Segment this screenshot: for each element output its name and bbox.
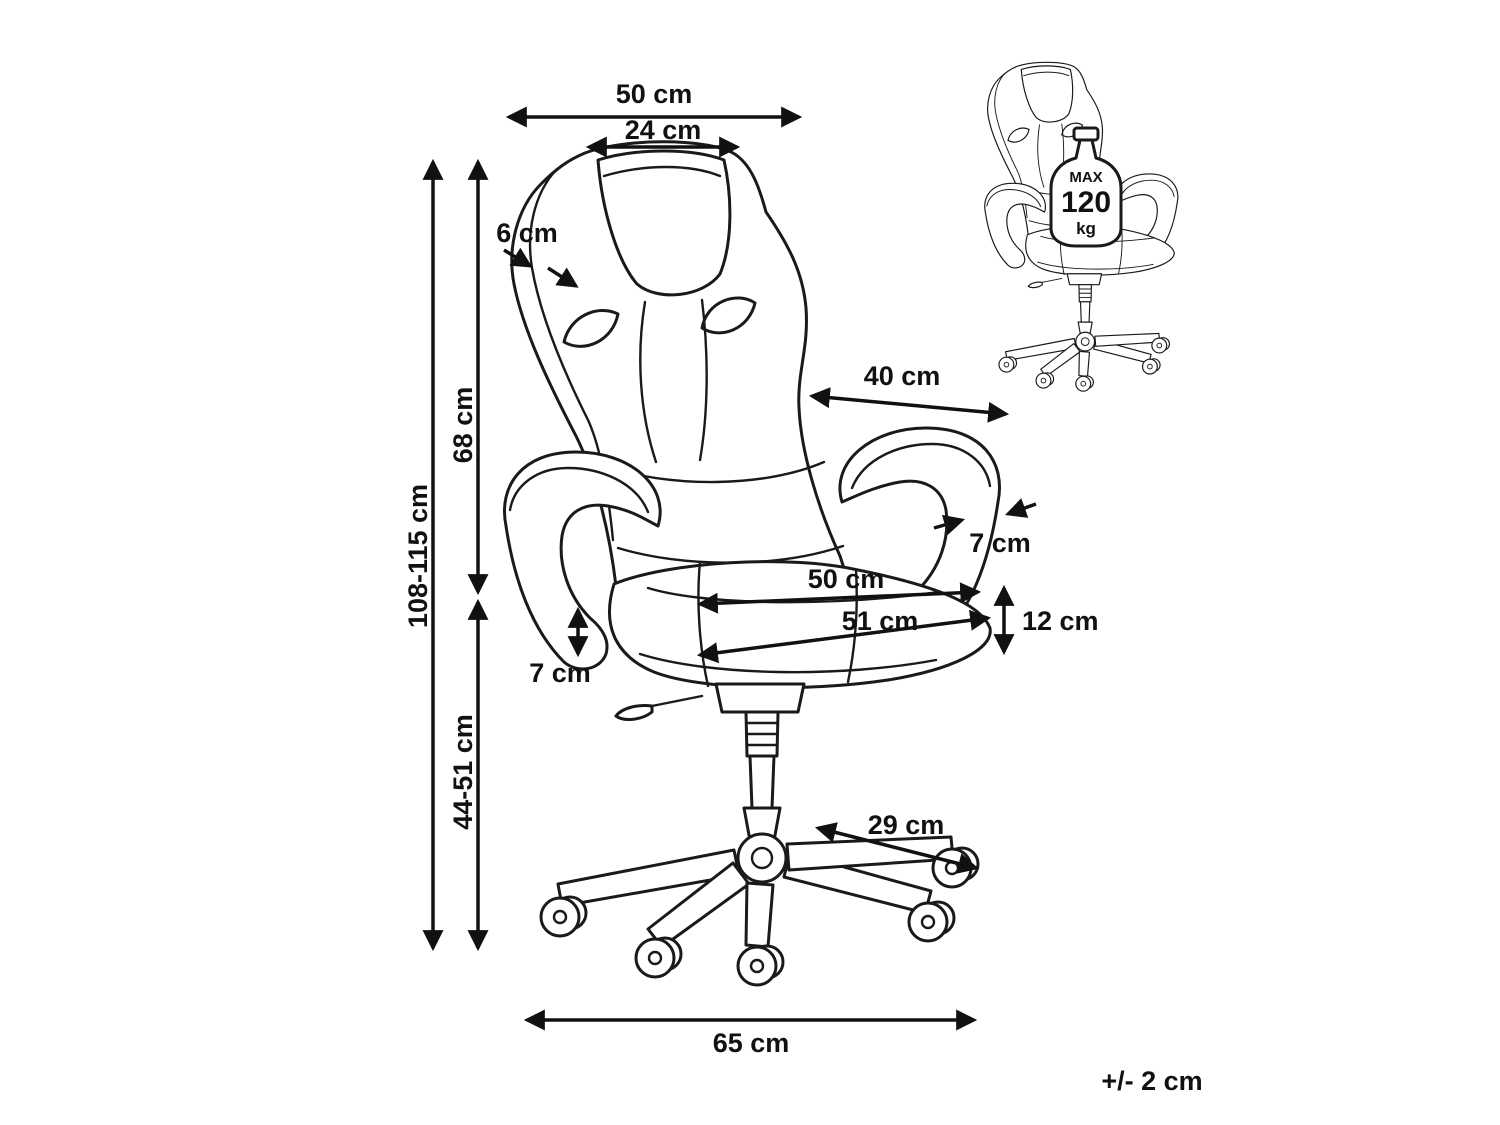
base-diameter-label: 65 cm	[713, 1028, 790, 1058]
armrest-length-label: 40 cm	[864, 361, 941, 391]
seat-front-edge	[638, 652, 938, 674]
armrest-thickness-arrow-2	[1005, 498, 1037, 518]
base-star	[556, 832, 955, 949]
base-spoke-length-label: 29 cm	[868, 810, 945, 840]
backrest-width-label: 50 cm	[616, 79, 693, 109]
seat-width-arrow	[696, 582, 982, 614]
headrest-seam	[602, 165, 722, 178]
backrest-hole-right	[700, 296, 757, 335]
chair-drawing	[503, 140, 1001, 987]
seat-cushion-height-label: 12 cm	[1022, 606, 1099, 636]
weight-badge-value: 120	[1061, 186, 1111, 219]
armrest-thickness-label: 7 cm	[969, 528, 1031, 558]
backrest-hole-left	[562, 309, 620, 348]
armrest-left	[503, 450, 662, 671]
caster-front-left	[634, 936, 683, 979]
caster-front	[736, 944, 785, 987]
gas-lift	[714, 682, 806, 848]
armrest-right-pad-seam	[850, 442, 992, 490]
tolerance-note: +/- 2 cm	[1101, 1066, 1202, 1096]
tilt-lever	[614, 694, 704, 721]
headrest-width-label: 24 cm	[625, 115, 702, 145]
seat-depth-arrow	[696, 609, 992, 664]
backrest-height-label: 68 cm	[448, 387, 478, 464]
weight-badge: MAX 120 kg	[1049, 126, 1123, 248]
armrest-length-arrow	[808, 387, 1010, 423]
weight-bottle	[1049, 138, 1123, 248]
seat-height-label: 44-51 cm	[448, 714, 478, 830]
armrest-left-pad-seam	[508, 466, 650, 514]
weight-badge-unit: kg	[1076, 219, 1096, 238]
backrest-seam-right	[698, 298, 708, 462]
base-spoke-front	[744, 881, 775, 949]
backrest-side-depth-arrow-1	[503, 247, 533, 268]
base-hub	[736, 832, 788, 884]
caster-left	[539, 895, 588, 938]
caster-right	[907, 900, 956, 943]
total-height-label: 108-115 cm	[403, 484, 433, 628]
backrest-side-depth-label: 6 cm	[496, 218, 558, 248]
backrest-seam-left	[639, 300, 658, 464]
seat-width-label: 50 cm	[808, 564, 885, 594]
weight-badge-max-label: MAX	[1069, 169, 1102, 186]
seat-edge-height-label: 7 cm	[529, 658, 591, 688]
dimension-annotations: 50 cm 24 cm 6 cm 108-115 cm 68 cm 44-51 …	[403, 79, 1203, 1096]
armrest-thickness-arrow-1	[933, 514, 966, 535]
base-spoke-length-arrow	[814, 822, 980, 874]
backrest-side-depth-arrow-2	[547, 266, 579, 288]
